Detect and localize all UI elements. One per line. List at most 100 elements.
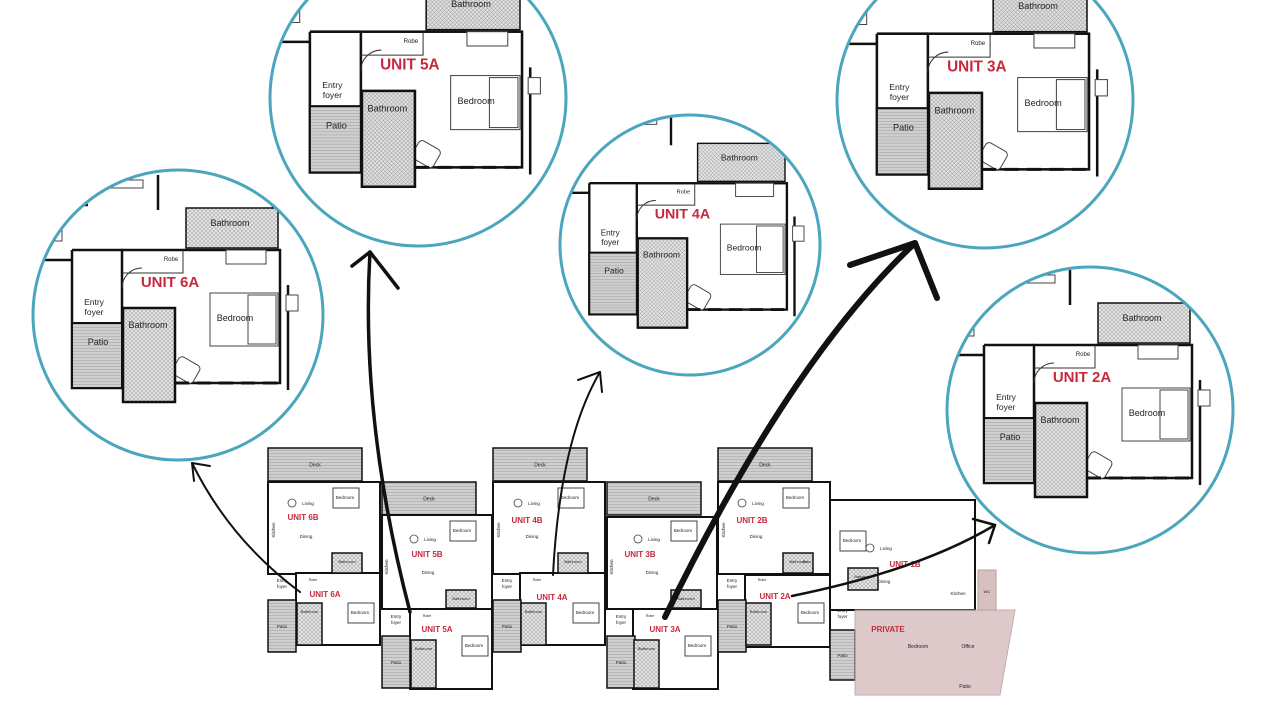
room-label: Entry	[322, 80, 343, 90]
room-label: Bedroom	[688, 643, 707, 648]
room-label: Entry	[502, 578, 513, 583]
arrowhead-icon	[847, 240, 940, 301]
room-label: Patio	[502, 624, 513, 629]
unit-label: UNIT 5A	[380, 56, 439, 73]
room-label: Robe	[971, 40, 986, 47]
room-label: Patio	[88, 337, 109, 347]
unit-zoom-callouts: BathroomRobeBedroomPatioEntryfoyerBathro…	[31, 0, 1235, 555]
unit-callout-1: BathroomRobeBedroomPatioEntryfoyerBathro…	[31, 168, 325, 462]
upper-bathroom	[425, 0, 521, 31]
room-label: Living	[880, 546, 892, 551]
arrow-to-4a	[552, 371, 601, 576]
room-label: Entry	[889, 82, 910, 92]
room-label: Entry	[277, 578, 288, 583]
arrow-to-5a	[366, 250, 412, 614]
wc-area	[977, 569, 997, 611]
room-label: Bedroom	[1025, 98, 1063, 108]
room-label: Entry	[996, 392, 1017, 402]
room-label: foyer	[890, 92, 909, 102]
table-icon	[287, 498, 297, 508]
room-label: Patio	[1000, 432, 1021, 442]
unit-label: UNIT 5B	[411, 550, 442, 559]
bathroom	[331, 552, 363, 574]
room-label: Bedroom	[727, 243, 762, 253]
bathroom	[557, 552, 589, 574]
arrowhead-icon	[350, 250, 400, 290]
room-label: foyer	[727, 584, 738, 589]
callout-ring	[268, 0, 568, 248]
room-label: Bathroom	[338, 559, 356, 564]
bed-icon	[461, 635, 489, 657]
room-label: Bedroom	[908, 644, 928, 650]
unit-label: UNIT 3A	[649, 625, 680, 634]
lower-bathroom	[928, 92, 983, 190]
room-label: Deck	[648, 497, 660, 503]
room-label: Dining	[422, 570, 435, 575]
room-label: Bathroom	[854, 574, 872, 579]
patio	[983, 417, 1035, 484]
room-label: foyer	[616, 620, 627, 625]
upper-bathroom	[696, 142, 786, 183]
room-label: Robe	[1076, 352, 1091, 358]
unit-label: UNIT 2A	[759, 592, 790, 601]
room-label: Bathroom	[638, 646, 656, 651]
room-label: Bedroom	[801, 610, 820, 615]
room-label: Living	[648, 537, 660, 542]
callout-background	[270, 0, 566, 246]
room-label: Robe	[758, 578, 766, 582]
arrowhead-icon	[191, 462, 211, 482]
patio	[381, 635, 411, 689]
bed-icon	[797, 602, 825, 624]
room-label: Bathroom	[1040, 415, 1079, 425]
room-label: Kitchen	[384, 559, 389, 575]
unit-label: UNIT 4A	[536, 593, 567, 602]
callout-ring	[835, 0, 1135, 250]
deck	[606, 481, 702, 516]
room-label: Bedroom	[217, 313, 254, 323]
room-label: Bedroom	[561, 495, 580, 500]
table-icon	[409, 534, 419, 544]
room-label: Bathroom	[750, 609, 768, 614]
unit-label: UNIT 5A	[421, 625, 452, 634]
bathroom	[520, 602, 547, 646]
upper-bathroom	[185, 207, 279, 249]
room-label: Bedroom	[453, 528, 472, 533]
room-label: foyer	[837, 614, 848, 619]
room-label: Bathroom	[1122, 313, 1161, 323]
room-label: Deck	[309, 463, 321, 469]
room-label: Entry	[601, 229, 621, 238]
room-label: foyer	[323, 90, 342, 100]
bathroom	[633, 639, 660, 689]
callout-ring	[945, 265, 1235, 555]
room-label: Bathroom	[525, 609, 543, 614]
table-icon	[737, 498, 747, 508]
room-label: Bedroom	[786, 495, 805, 500]
room-label: Entry	[84, 297, 105, 307]
room-label: Bedroom	[458, 96, 496, 106]
bed-icon	[449, 520, 477, 542]
room-label: Kitchen	[271, 522, 276, 538]
room-label: Deck	[534, 463, 546, 469]
deck	[267, 447, 363, 482]
room-label: Bathroom	[1018, 1, 1058, 11]
callout-ring	[31, 168, 325, 462]
patio	[71, 322, 123, 389]
bathroom	[296, 602, 323, 646]
room-label: Patio	[391, 660, 402, 665]
room-label: Bathroom	[721, 152, 758, 162]
room-label: Bathroom	[677, 596, 695, 601]
room-label: Living	[752, 501, 764, 506]
room-label: Dining	[646, 570, 659, 575]
callout-arrows	[191, 240, 997, 620]
room-label: Entry	[616, 614, 627, 619]
room-label: Bathroom	[210, 218, 249, 228]
room-label: Living	[302, 501, 314, 506]
bed-icon	[839, 530, 867, 552]
unit-label: UNIT 2B	[736, 516, 767, 525]
room-label: Deck	[759, 463, 771, 469]
patio	[492, 599, 522, 653]
room-label: Bedroom	[351, 610, 370, 615]
room-label: Robe	[533, 578, 541, 582]
room-label: Bathroom	[564, 559, 582, 564]
